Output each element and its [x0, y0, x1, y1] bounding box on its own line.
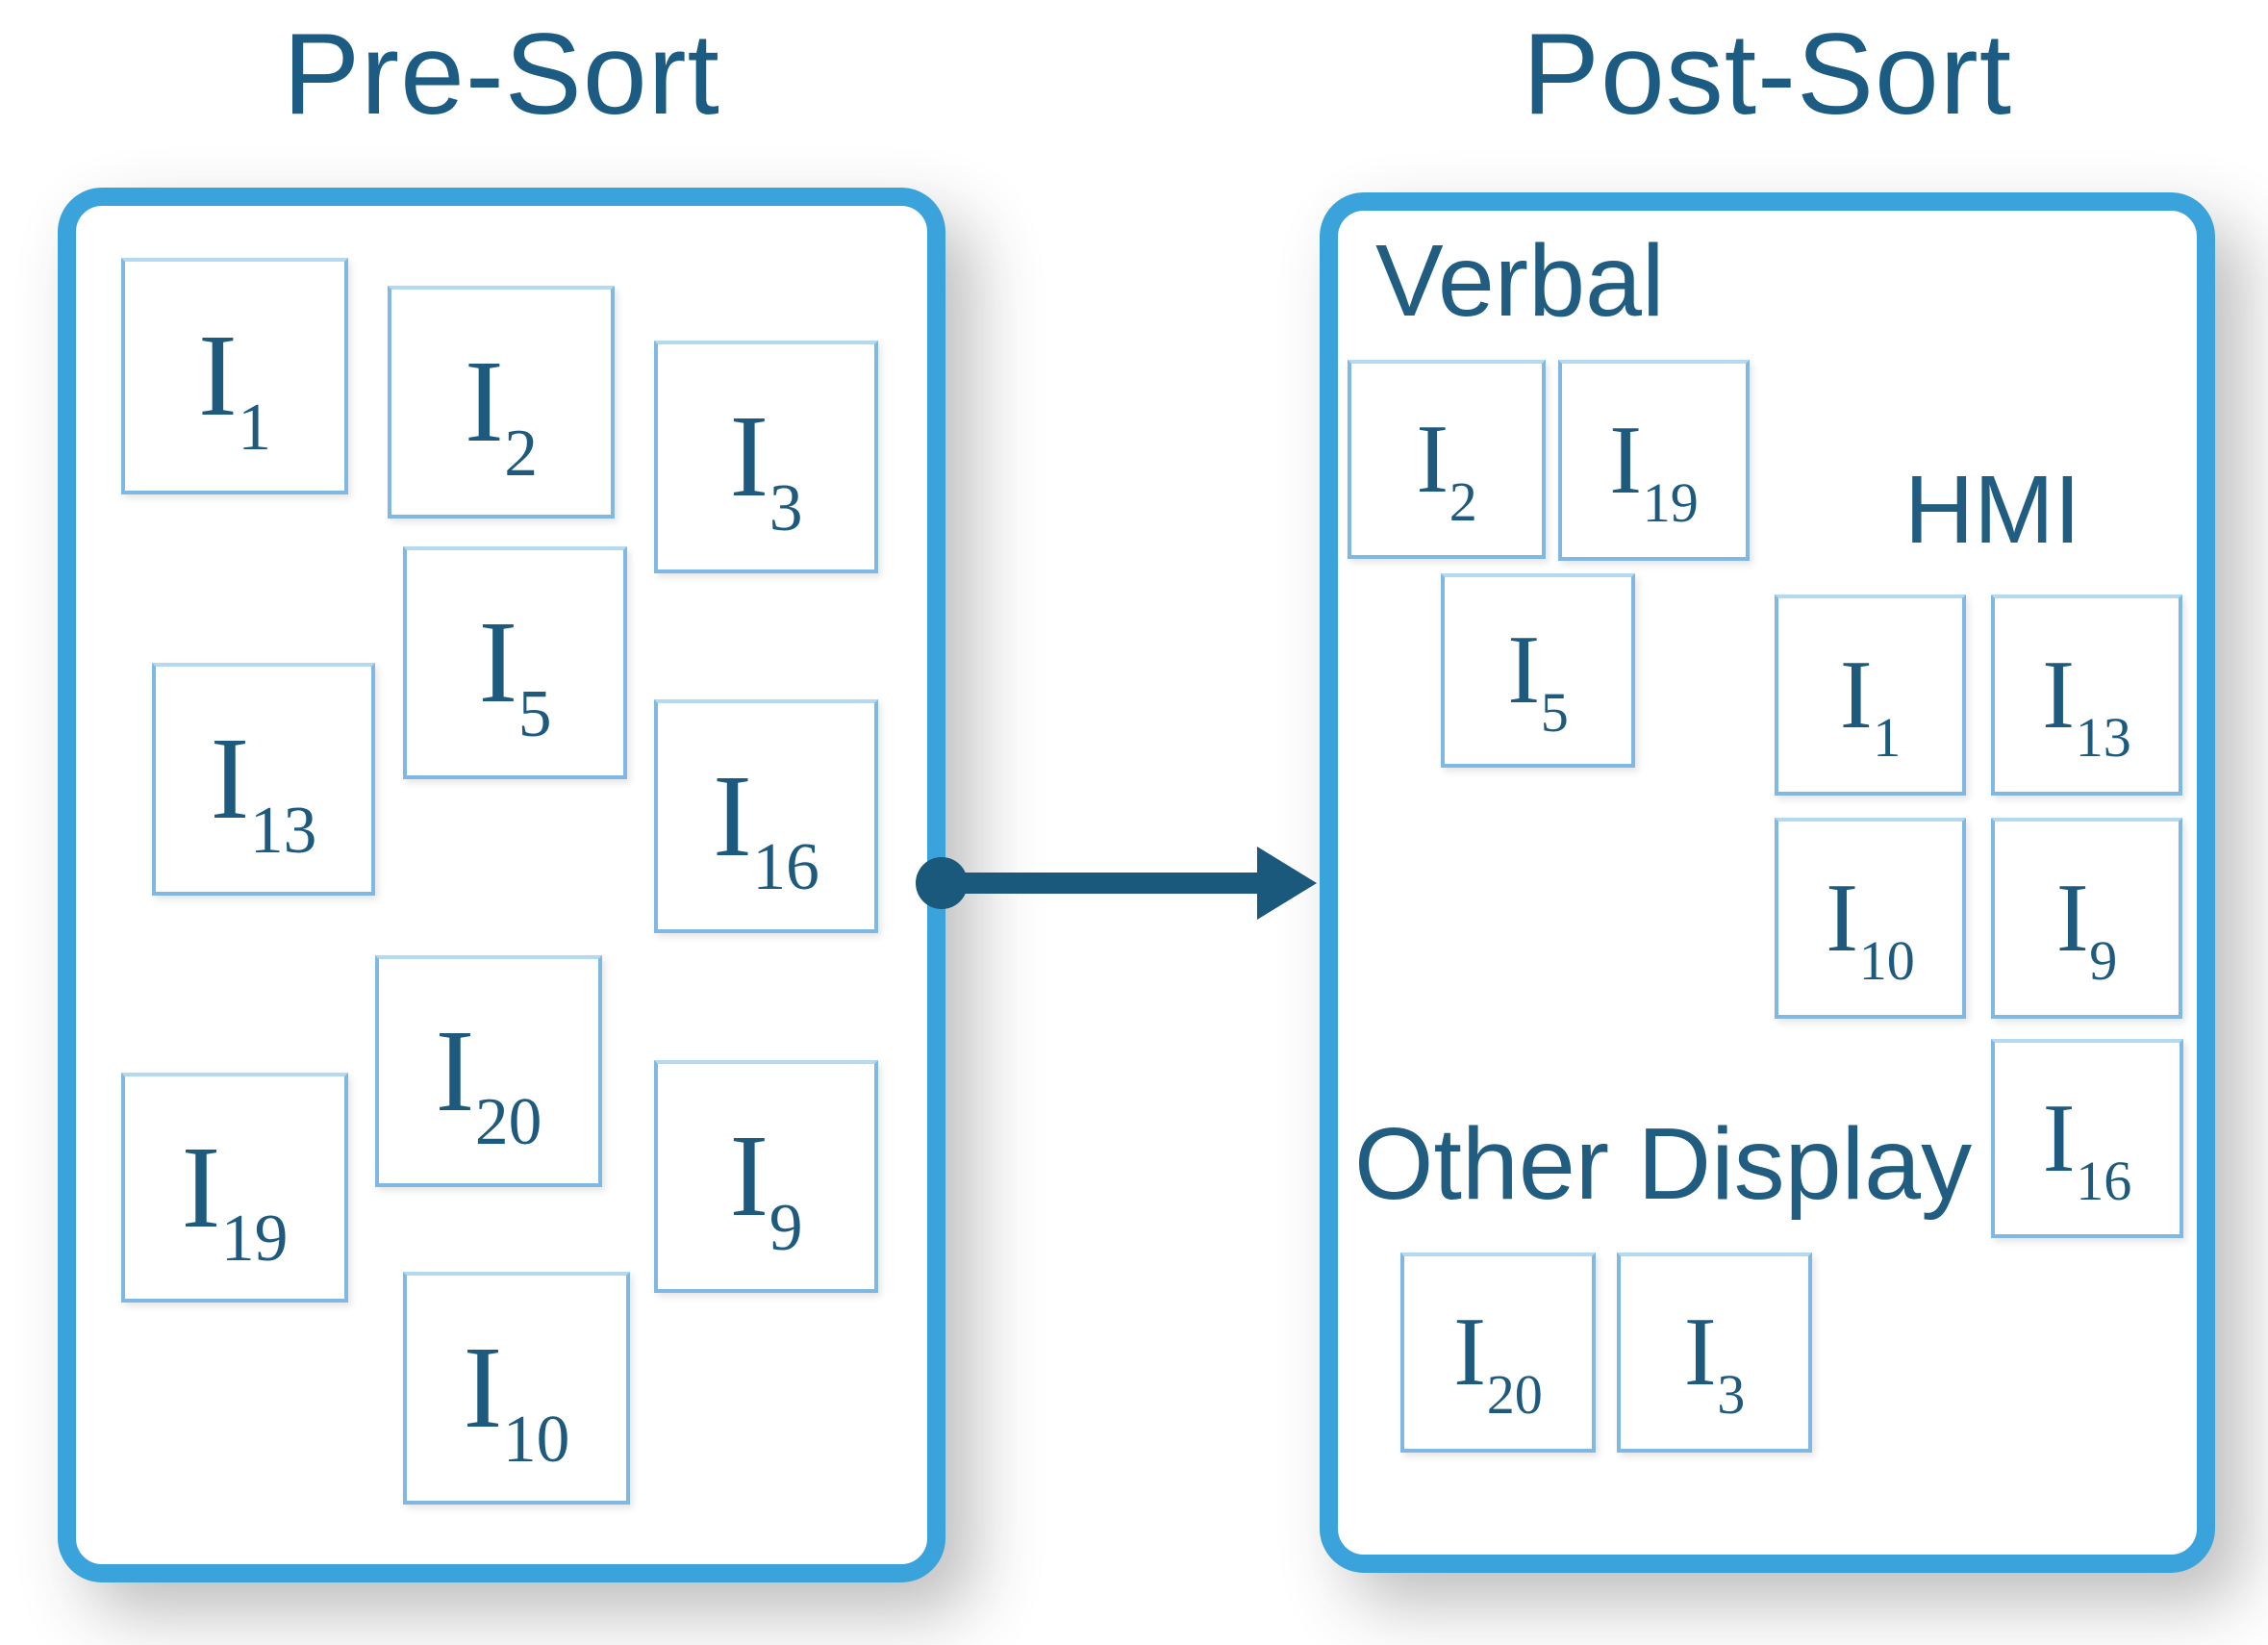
item-label: I16: [2042, 1083, 2132, 1212]
pre-sort-item-i19: I19: [121, 1073, 348, 1303]
item-label: I13: [2042, 640, 2131, 769]
item-label: I2: [464, 337, 539, 491]
group-label-verbal: Verbal: [1375, 224, 1665, 338]
arrow-head-icon: [1257, 847, 1317, 920]
group-label-hmi: HMI: [1904, 456, 2081, 564]
post-sort-item-i13: I13: [1991, 595, 2182, 796]
post-sort-item-i20: I20: [1400, 1253, 1596, 1453]
pre-sort-item-i20: I20: [375, 955, 602, 1187]
item-label: I10: [1826, 863, 1915, 992]
item-label: I19: [1609, 405, 1699, 534]
item-label: I3: [1683, 1298, 1746, 1427]
post-sort-item-i3: I3: [1617, 1253, 1812, 1453]
post-sort-item-i5: I5: [1441, 573, 1635, 768]
item-label: I3: [729, 392, 803, 545]
item-label: I9: [729, 1111, 803, 1265]
item-label: I20: [435, 1005, 542, 1160]
post-sort-item-i16: I16: [1991, 1039, 2183, 1238]
pre-sort-item-i9: I9: [654, 1060, 878, 1293]
item-label: I2: [1416, 404, 1477, 533]
sort-arrow: [916, 847, 1320, 920]
item-label: I1: [1839, 640, 1902, 769]
item-label: I13: [210, 714, 317, 868]
pre-sort-item-i5: I5: [403, 546, 627, 779]
item-label: I1: [197, 311, 272, 465]
post-sort-item-i9: I9: [1991, 818, 2182, 1019]
post-sort-item-i19: I19: [1558, 360, 1750, 561]
item-label: I16: [713, 750, 819, 905]
pre-sort-item-i2: I2: [388, 286, 615, 519]
pre-sort-item-i1: I1: [121, 258, 348, 494]
pre-sort-item-i10: I10: [403, 1272, 630, 1505]
pre-sort-title: Pre-Sort: [283, 10, 720, 139]
item-label: I10: [463, 1323, 570, 1477]
post-sort-item-i10: I10: [1775, 818, 1966, 1019]
item-label: I5: [478, 597, 552, 751]
item-label: I19: [181, 1122, 289, 1277]
pre-sort-item-i13: I13: [152, 663, 375, 896]
pre-sort-item-i16: I16: [654, 699, 878, 933]
group-label-other-display: Other Display: [1354, 1107, 1973, 1221]
pre-sort-item-i3: I3: [654, 341, 878, 573]
post-sort-item-i1: I1: [1775, 595, 1966, 796]
post-sort-item-i2: I2: [1348, 360, 1546, 559]
post-sort-title: Post-Sort: [1522, 10, 2013, 139]
item-label: I5: [1507, 616, 1569, 745]
arrow-shaft: [942, 873, 1257, 894]
item-label: I20: [1453, 1298, 1543, 1427]
item-label: I9: [2055, 863, 2118, 992]
